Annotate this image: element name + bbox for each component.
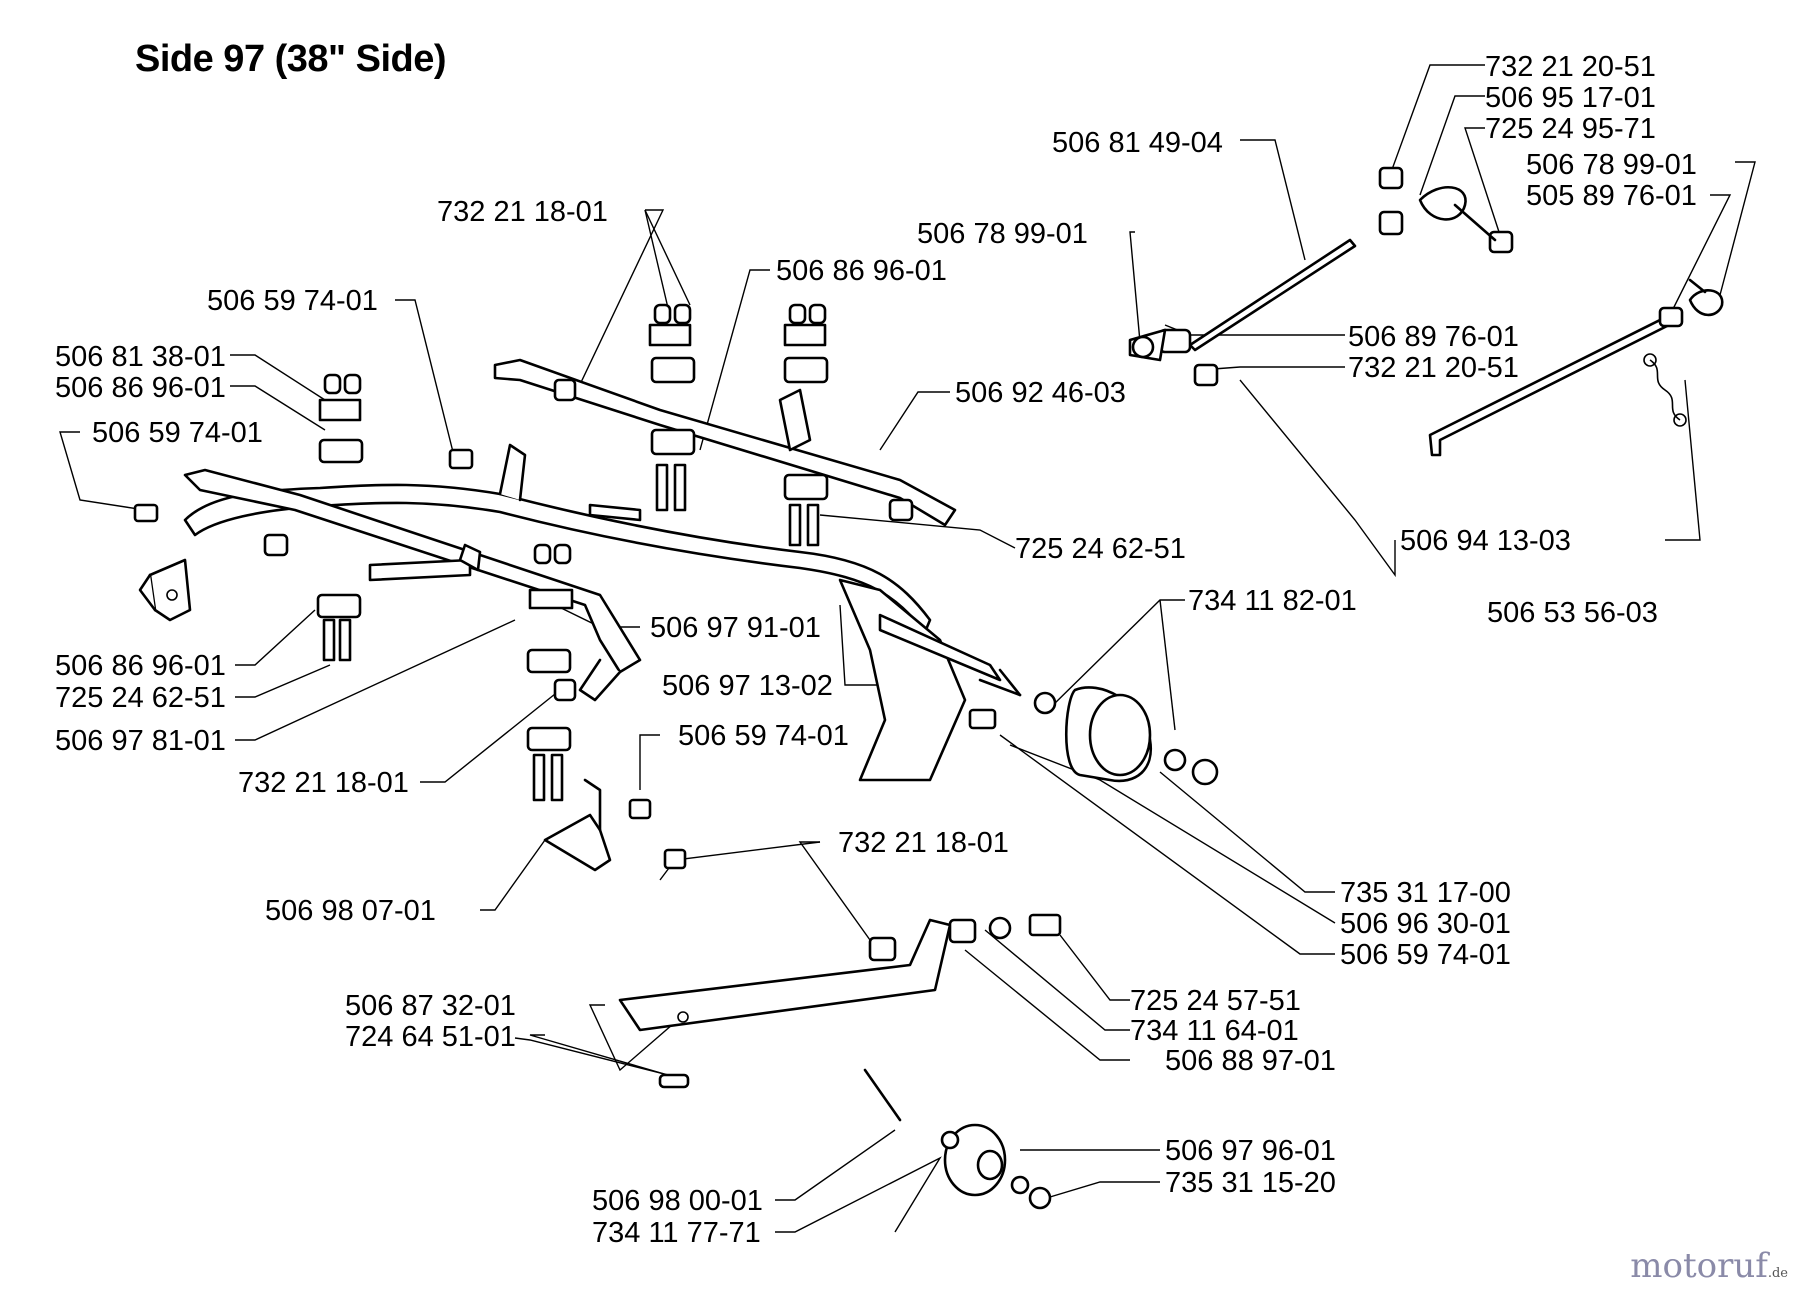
lower-arm-assembly	[543, 778, 1062, 1122]
part-label: 506 87 32-01	[345, 990, 516, 1022]
part-label: 725 24 62-51	[55, 682, 226, 714]
part-label: 732 21 20-51	[1348, 352, 1519, 384]
watermark-suffix: .de	[1767, 1266, 1788, 1281]
part-label: 724 64 51-01	[345, 1021, 516, 1053]
part-label: 506 59 74-01	[678, 720, 849, 752]
part-label: 734 11 82-01	[1188, 585, 1357, 617]
part-label: 506 92 46-03	[955, 377, 1126, 409]
lower-roller	[940, 1123, 1052, 1210]
part-label: 732 21 18-01	[437, 196, 608, 228]
clamp-stacks	[316, 303, 829, 802]
front-rod	[183, 468, 642, 702]
part-label: 506 97 91-01	[650, 612, 821, 644]
bolts	[133, 378, 914, 870]
part-label: 735 31 15-20	[1165, 1167, 1336, 1199]
part-label: 506 86 96-01	[55, 372, 226, 404]
part-labels: 732 21 20-51 506 95 17-01 725 24 95-71 5…	[55, 51, 1697, 1249]
part-label: 506 94 13-03	[1400, 525, 1571, 557]
part-label: 506 97 81-01	[55, 725, 226, 757]
part-label: 506 59 74-01	[92, 417, 263, 449]
part-label: 732 21 20-51	[1485, 51, 1656, 83]
part-label: 506 96 30-01	[1340, 908, 1511, 940]
part-label: 506 97 96-01	[1165, 1135, 1336, 1167]
part-label: 506 81 38-01	[55, 341, 226, 373]
part-label: 506 86 96-01	[776, 255, 947, 287]
part-label: 734 11 64-01	[1130, 1015, 1299, 1047]
part-label: 505 89 76-01	[1526, 180, 1697, 212]
part-label: 506 88 97-01	[1165, 1045, 1336, 1077]
part-label: 725 24 62-51	[1015, 533, 1186, 565]
part-label: 506 53 56-03	[1487, 597, 1658, 629]
leader-lines	[59, 64, 1756, 1233]
watermark-brand: motoruf	[1630, 1246, 1768, 1286]
page-title: Side 97 (38" Side)	[135, 38, 447, 80]
part-label: 734 11 77-71	[592, 1217, 761, 1249]
watermark-logo: motoruf.de	[1630, 1246, 1788, 1286]
part-label: 506 59 74-01	[1340, 939, 1511, 971]
part-label: 506 81 49-04	[1052, 127, 1223, 159]
rear-bracket	[138, 558, 192, 622]
part-label: 506 78 99-01	[1526, 149, 1697, 181]
part-label: 725 24 57-51	[1130, 985, 1301, 1017]
part-label: 732 21 18-01	[238, 767, 409, 799]
part-label: 506 97 13-02	[662, 670, 833, 702]
part-label: 506 78 99-01	[917, 218, 1088, 250]
upper-linkage	[1128, 166, 1514, 387]
roller-assembly	[968, 678, 1219, 786]
part-label: 506 98 07-01	[265, 895, 436, 927]
cross-bar	[368, 503, 642, 582]
part-label: 735 31 17-00	[1340, 877, 1511, 909]
part-label: 506 98 00-01	[592, 1185, 763, 1217]
right-linkage	[1428, 278, 1724, 457]
part-label: 506 86 96-01	[55, 650, 226, 682]
part-label: 725 24 95-71	[1485, 113, 1656, 145]
part-label: 506 89 76-01	[1348, 321, 1519, 353]
part-label: 506 59 74-01	[207, 285, 378, 317]
part-label: 506 95 17-01	[1485, 82, 1656, 114]
right-lift-arm	[493, 358, 957, 527]
part-label: 732 21 18-01	[838, 827, 1009, 859]
